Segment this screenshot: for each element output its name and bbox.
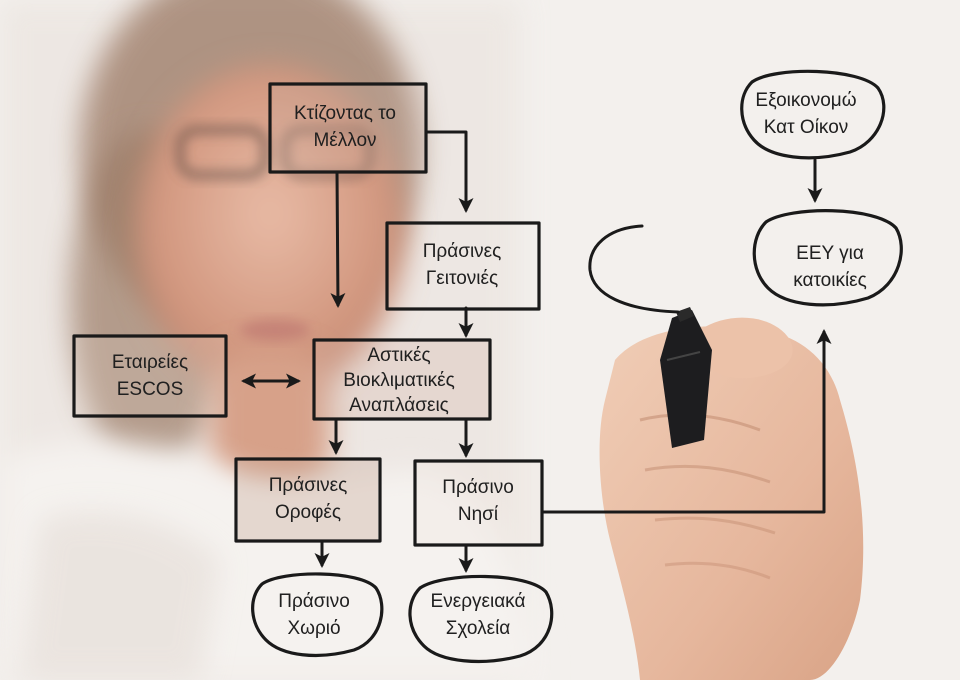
node-eey-line2: κατοικίες xyxy=(793,270,867,291)
node-sxoleia-line2: Σχολεία xyxy=(446,618,511,639)
node-ktizontas: Κτίζοντας το Μέλλον xyxy=(268,82,428,174)
node-astikes-line3: Αναπλάσεις xyxy=(349,395,449,416)
node-xorio: Πράσινο Χωριό xyxy=(251,572,384,658)
node-nisi-line2: Νησί xyxy=(458,504,499,525)
node-orofes-line2: Οροφές xyxy=(275,502,341,523)
node-escos-line1: Εταιρείες xyxy=(112,352,188,373)
node-orofes: Πράσινες Οροφές xyxy=(234,457,382,543)
node-prasines-geitonies-line2: Γειτονιές xyxy=(426,268,498,289)
node-prasines-geitonies: Πράσινες Γειτονιές xyxy=(385,221,541,311)
node-astikes-line2: Βιοκλιματικές xyxy=(343,370,454,391)
hand-with-marker xyxy=(599,307,864,680)
node-astikes-line1: Αστικές xyxy=(367,345,430,366)
node-ktizontas-line2: Μέλλον xyxy=(313,130,376,151)
node-ktizontas-line1: Κτίζοντας το xyxy=(294,103,396,124)
node-prasines-geitonies-line1: Πράσινες xyxy=(423,241,502,262)
node-escos-line2: ESCOS xyxy=(117,379,184,400)
node-xorio-line2: Χωριό xyxy=(287,618,340,639)
node-astikes: Αστικές Βιοκλιματικές Αναπλάσεις xyxy=(312,338,492,421)
node-sxoleia: Ενεργειακά Σχολεία xyxy=(408,574,554,664)
node-xorio-line1: Πράσινο xyxy=(278,591,350,612)
node-eey: ΕΕΥ για κατοικίες xyxy=(752,209,903,307)
node-eey-line1: ΕΕΥ για xyxy=(796,243,864,264)
node-eksoikonomo-line1: Εξοικονομώ xyxy=(755,90,856,111)
node-escos: Εταιρείες ESCOS xyxy=(72,334,228,418)
node-eksoikonomo-line2: Κατ Οίκον xyxy=(764,117,849,138)
node-nisi-line1: Πράσινο xyxy=(442,477,514,498)
node-nisi: Πράσινο Νησί xyxy=(413,459,544,547)
connectors xyxy=(241,130,832,573)
node-sxoleia-line1: Ενεργειακά xyxy=(431,591,526,612)
node-orofes-line1: Πράσινες xyxy=(269,475,348,496)
node-eksoikonomo: Εξοικονομώ Κατ Οίκον xyxy=(740,69,886,160)
